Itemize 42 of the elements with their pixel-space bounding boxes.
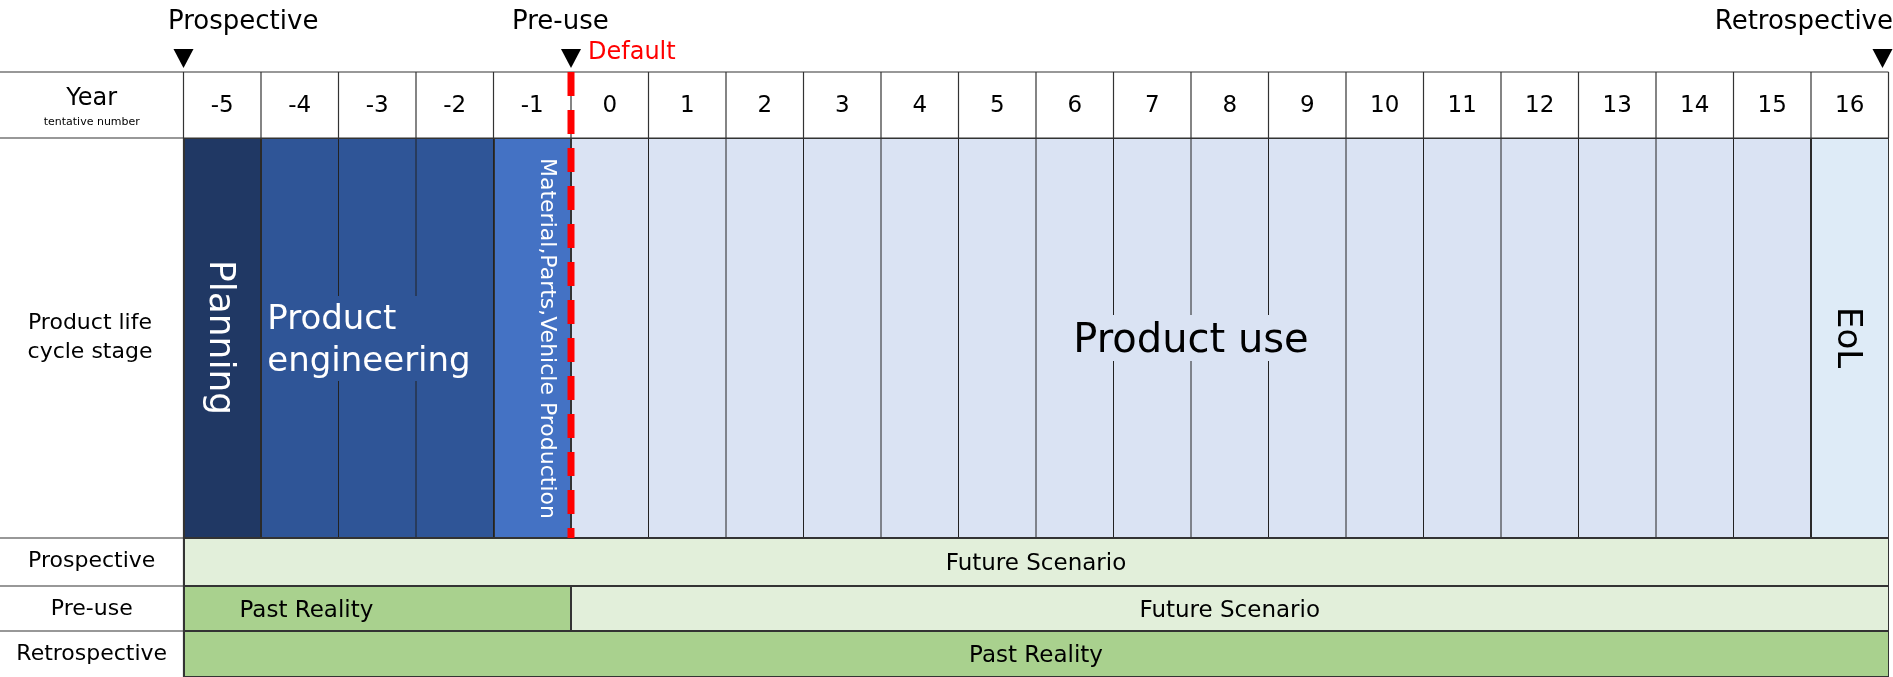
year-number: 1 xyxy=(678,92,696,118)
reality-bar xyxy=(183,631,1889,677)
eol-stage-block xyxy=(1811,138,1889,538)
scenario-bar xyxy=(183,538,1889,586)
production-stage-block xyxy=(493,138,571,538)
year-number: 13 xyxy=(1601,92,1633,118)
position-label: Prospective xyxy=(168,6,320,35)
year-number: 14 xyxy=(1679,92,1711,118)
year-number: 12 xyxy=(1524,92,1556,118)
row-header: Pre-use xyxy=(49,596,134,621)
year-number: -5 xyxy=(209,92,235,118)
engineering-stage-block xyxy=(261,138,494,538)
year-number: 8 xyxy=(1221,92,1239,118)
year-number: 7 xyxy=(1143,92,1161,118)
row-header: Prospective xyxy=(27,548,157,573)
year-number: -1 xyxy=(519,92,545,118)
year-number: 16 xyxy=(1834,92,1866,118)
header-label: tentative number xyxy=(42,116,141,129)
year-number: -2 xyxy=(442,92,468,118)
year-number: 11 xyxy=(1446,92,1478,118)
year-number: 9 xyxy=(1298,92,1316,118)
year-number: 15 xyxy=(1756,92,1788,118)
year-number: 10 xyxy=(1369,92,1401,118)
use-stage-block xyxy=(571,138,1811,538)
year-number: 5 xyxy=(988,92,1006,118)
year-number: 6 xyxy=(1066,92,1084,118)
position-label: Pre-use xyxy=(512,6,610,35)
header-label: Year xyxy=(65,84,119,111)
position-label: Retrospective xyxy=(1713,6,1893,35)
row-header: Retrospective xyxy=(15,641,169,666)
scenario-bar xyxy=(571,586,1889,631)
year-number: -4 xyxy=(287,92,313,118)
year-number: 2 xyxy=(756,92,774,118)
year-number: 3 xyxy=(833,92,851,118)
planning-stage-block xyxy=(183,138,261,538)
position-label: Default xyxy=(588,38,677,65)
bar-label: Past Reality xyxy=(969,641,1103,667)
year-number: 0 xyxy=(601,92,619,118)
row-header: Product life cycle stage xyxy=(26,308,154,365)
year-number: 4 xyxy=(911,92,929,118)
reality-bar xyxy=(183,586,571,631)
year-number: -3 xyxy=(364,92,390,118)
